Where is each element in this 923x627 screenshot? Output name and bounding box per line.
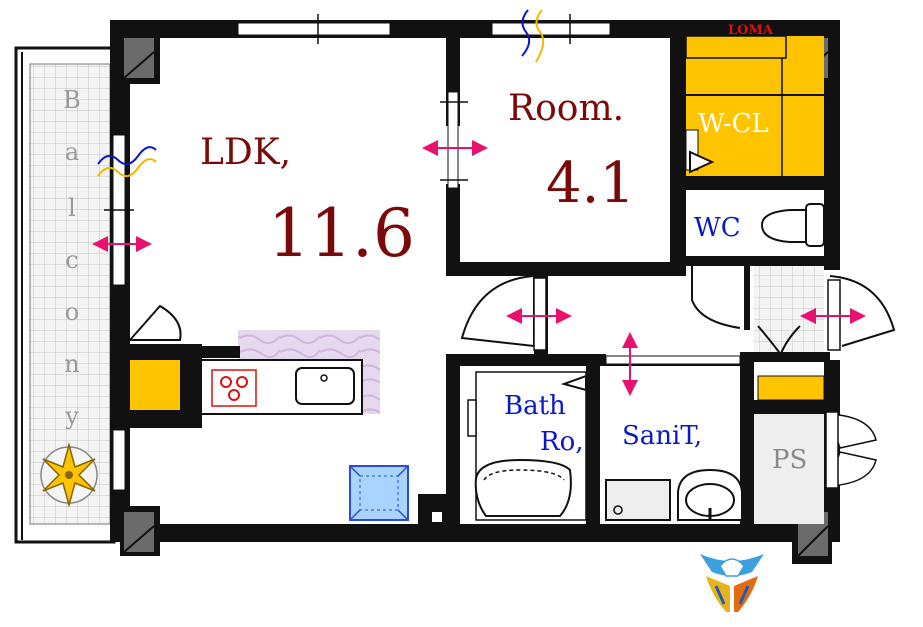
walk-in-closet: [685, 35, 824, 176]
floor-storage: [349, 465, 409, 521]
balcony-letter: B: [63, 86, 81, 114]
top-windows: [237, 14, 611, 44]
wc-room: [686, 190, 825, 330]
washbasin-icon: [677, 468, 743, 521]
window-wave-icon: [521, 9, 545, 63]
refrigerator: [126, 304, 184, 428]
balcony-letter: a: [65, 138, 79, 166]
bath-label: Bath: [504, 391, 566, 421]
ldk-wall-pier-notch: [432, 512, 442, 522]
sanitary-sliding-door: [605, 355, 741, 365]
balcony-letter: y: [64, 402, 79, 430]
wcl-label: W-CL: [698, 109, 769, 139]
window-wave-icon: [97, 146, 157, 178]
toilet-icon: [760, 203, 825, 247]
loma-label: LOMA: [728, 23, 774, 38]
balcony-letter: l: [68, 194, 76, 222]
stove-icon: [211, 369, 257, 407]
balcony-letter: c: [65, 246, 78, 274]
compass-star-icon: [40, 442, 98, 508]
room-size: 4.1: [546, 151, 635, 216]
logo-hands-icon: [700, 554, 764, 612]
kitchen: [184, 330, 380, 428]
shoe-box: [757, 375, 825, 401]
room-label: Room.: [508, 88, 624, 129]
bathroom: [460, 366, 587, 524]
ldk-size: 11.6: [268, 195, 415, 272]
sanitary-room: [600, 366, 743, 524]
ps-label: PS: [772, 445, 807, 475]
ps-space: [754, 411, 877, 524]
room-sliding-door: [440, 91, 468, 189]
balcony-letter: n: [64, 350, 79, 378]
balcony-label: B a l c o n y: [63, 86, 81, 430]
bath-label-2: Ro,: [540, 427, 584, 457]
sink-icon: [295, 367, 355, 405]
hallway-door: [460, 274, 547, 351]
ventilation-arrows: [92, 140, 866, 396]
ldk-label: LDK,: [200, 132, 291, 173]
wc-label: WC: [694, 213, 741, 243]
balcony-letter: o: [65, 298, 79, 326]
entrance-area: [754, 266, 896, 357]
sanit-label: SaniT,: [622, 421, 702, 451]
bathtub-icon: [474, 458, 572, 517]
